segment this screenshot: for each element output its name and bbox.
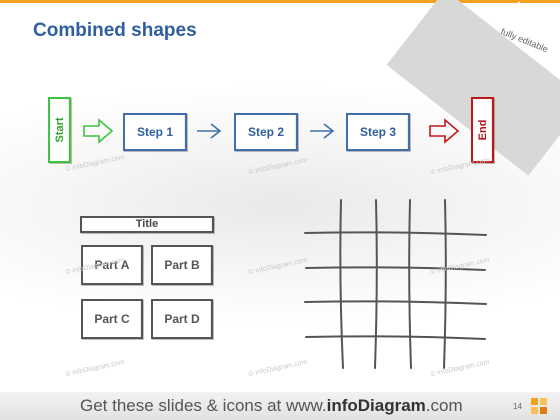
start-box: Start [48,97,71,163]
step-1-box: Step 1 [123,113,187,151]
infodiagram-logo-icon [531,398,547,414]
top-accent-rule [0,0,560,3]
right-arrow-icon [197,123,222,139]
grid-line-v4 [443,199,447,369]
grid-line-h4 [305,335,486,340]
footer-link[interactable]: Get these slides & icons at www.infoDiag… [80,396,463,416]
end-box: End [471,97,494,163]
grid-line-h1 [304,231,487,236]
table-title-box: Title [80,216,214,233]
step-3-box: Step 3 [346,113,410,151]
footer-brand: infoDiagram [326,396,426,415]
footer-bar [0,392,560,420]
part-a-box: Part A [81,245,143,285]
right-arrow-icon [310,123,335,139]
right-arrow-icon [429,118,460,144]
grid-line-h2 [305,266,486,271]
footer-lead: Get these slides & icons at www. [80,396,327,415]
right-arrow-icon [83,118,114,144]
part-d-box: Part D [151,299,213,339]
grid-line-h3 [304,300,487,305]
sketch-grid [304,199,487,369]
grid-line-v1 [339,199,344,369]
page-number: 14 [513,402,522,411]
slide-title: Combined shapes [33,20,197,41]
part-b-box: Part B [151,245,213,285]
grid-line-v2 [374,199,378,369]
part-c-box: Part C [81,299,143,339]
step-2-box: Step 2 [234,113,298,151]
footer-suffix: .com [425,396,463,415]
grid-line-v3 [408,199,412,369]
end-label: End [476,119,489,141]
